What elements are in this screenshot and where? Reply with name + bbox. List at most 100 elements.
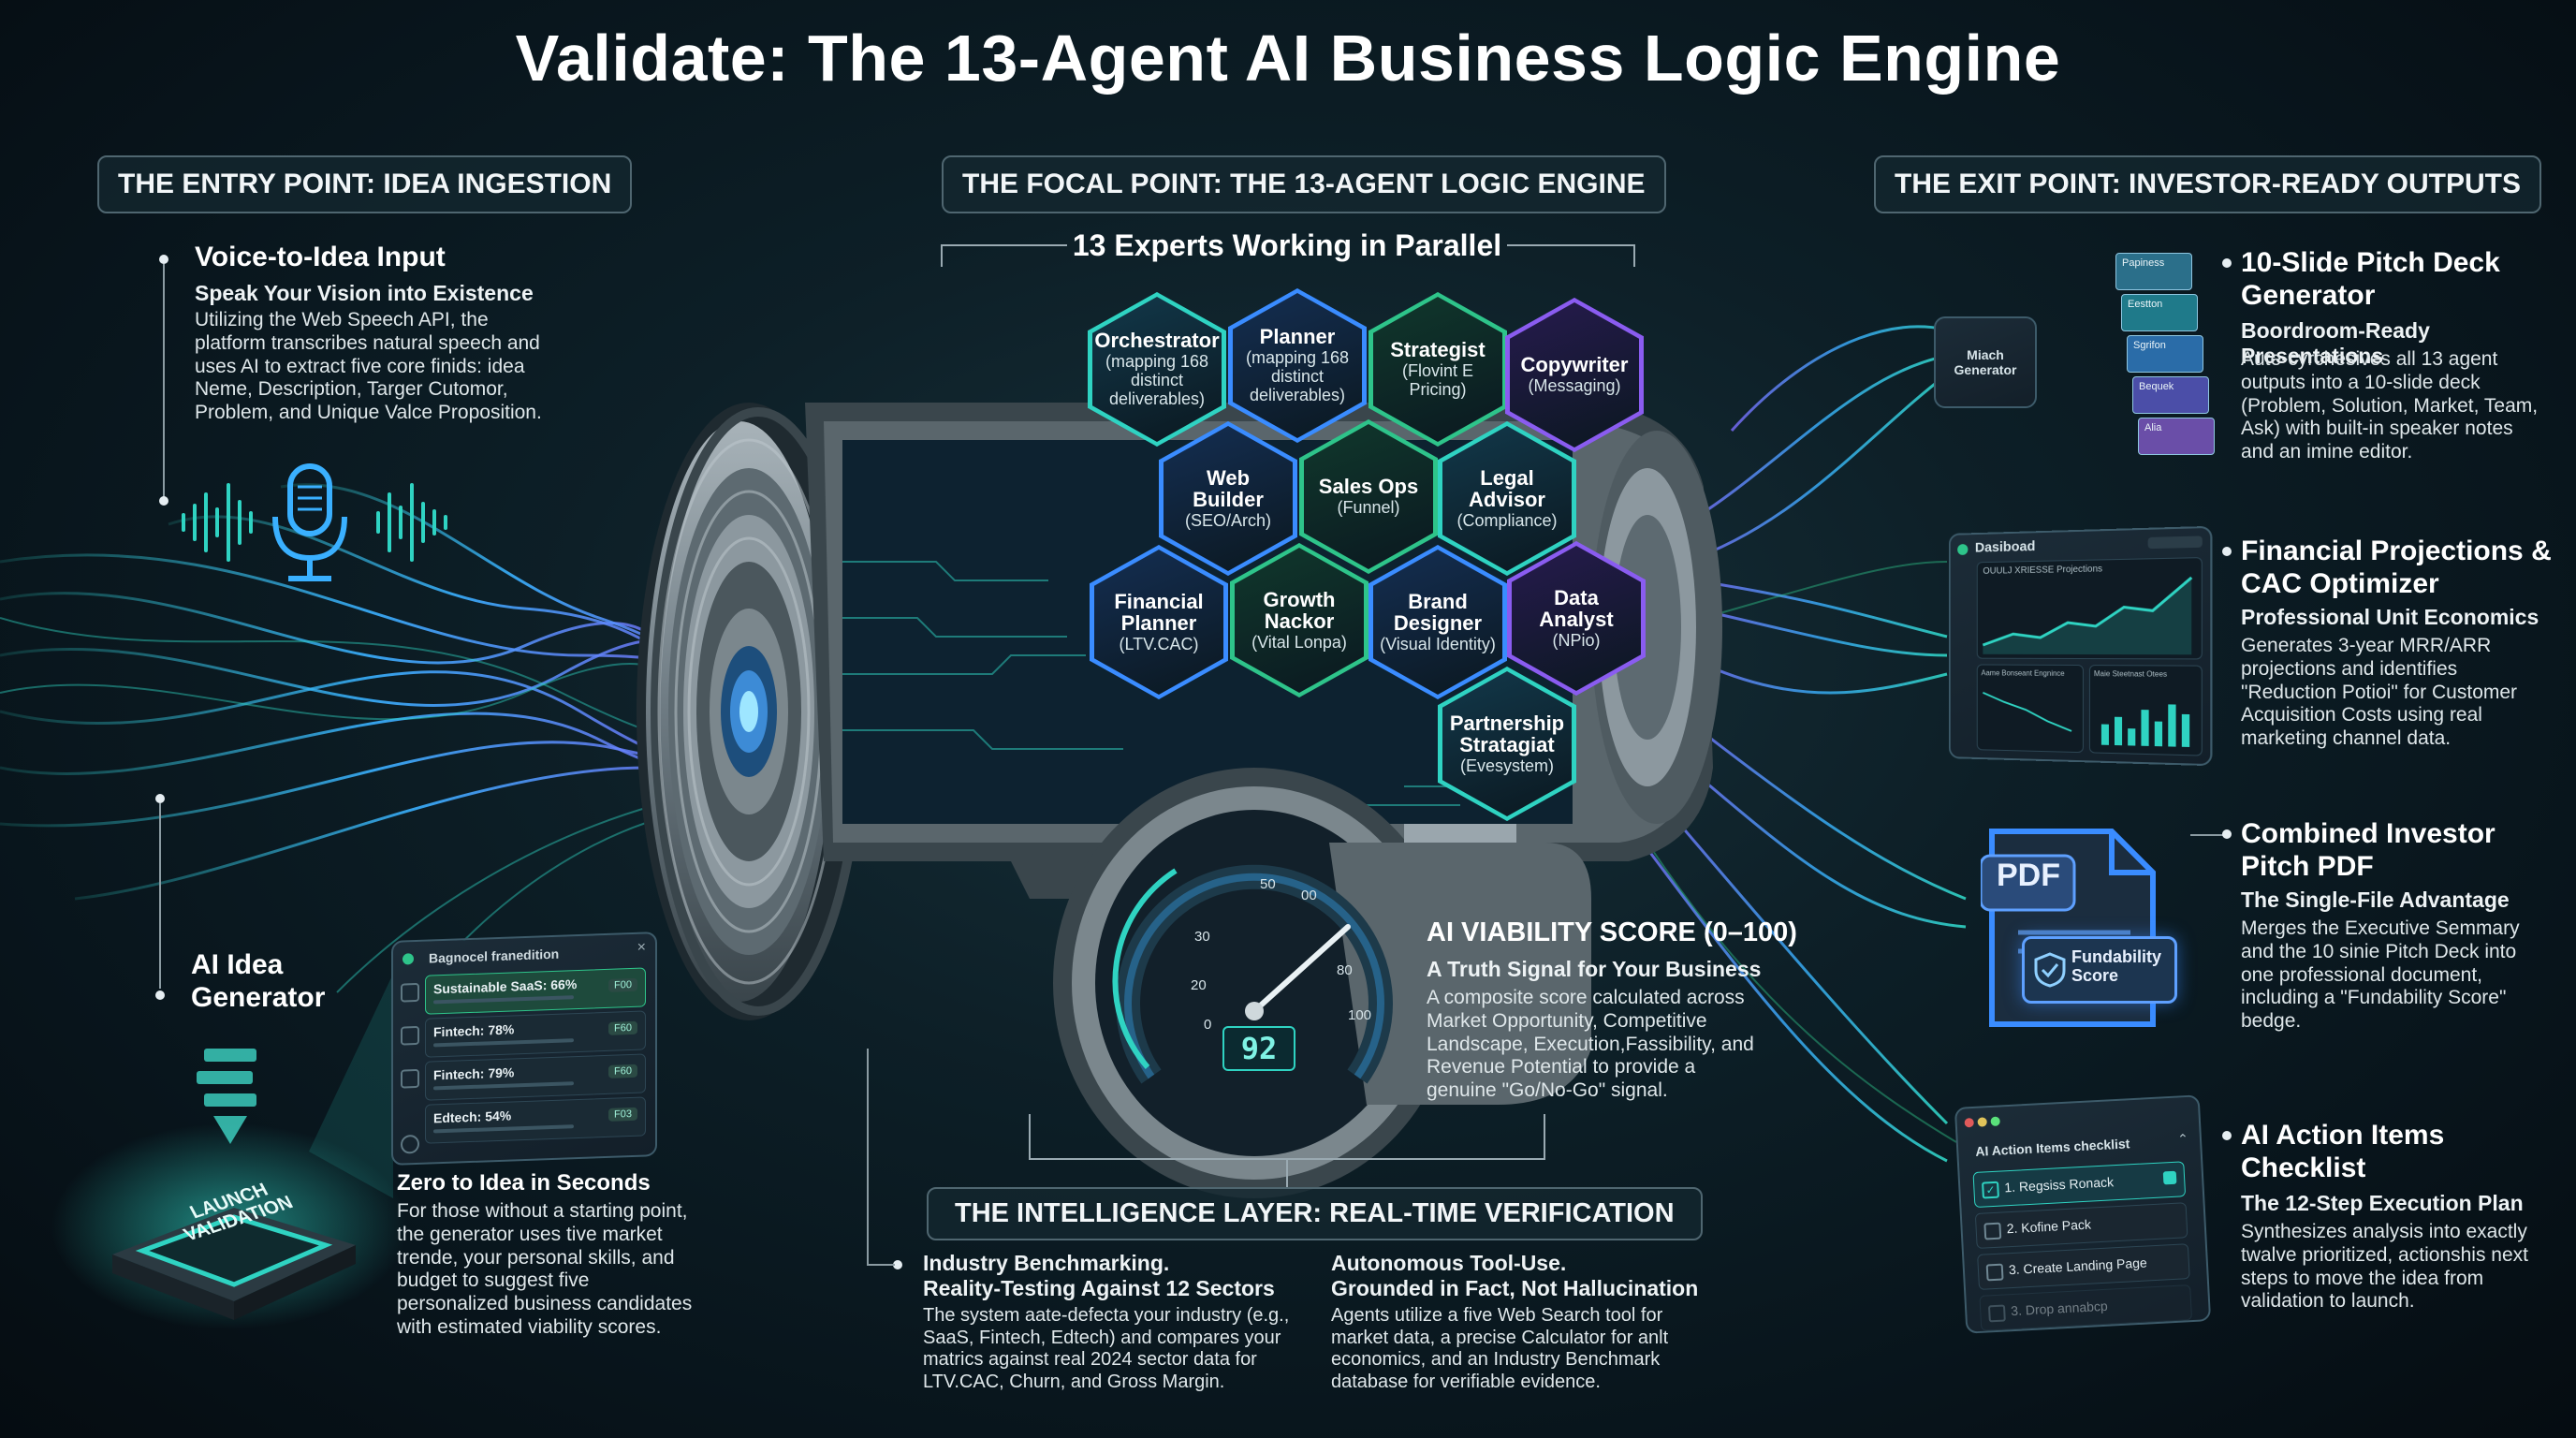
idea-candidate-row[interactable]: Fintech: 79%F60 xyxy=(425,1053,646,1101)
gauge-tick-label: 50 xyxy=(1260,876,1276,892)
fundability-score-label: Fundability Score xyxy=(2071,947,2161,985)
page-title: Validate: The 13-Agent AI Business Logic… xyxy=(515,22,2061,95)
tooluse-subheading: Grounded in Fact, Not Hallucination xyxy=(1331,1276,1699,1300)
tooluse-description: Agents utilize a five Web Search tool fo… xyxy=(1331,1305,1669,1392)
benchmark-description: The system aate-defecta your industry (e… xyxy=(923,1305,1290,1392)
section-label-focal: THE FOCAL POINT: THE 13-AGENT LOGIC ENGI… xyxy=(942,155,1666,213)
viability-score-heading: AI VIABILITY SCORE (0–100) xyxy=(1427,917,1797,947)
cac-line-chart xyxy=(1978,665,2083,752)
idea-candidate-label: Fintech: 78% xyxy=(433,1021,515,1040)
gauge-tick-label: 0 xyxy=(1204,1017,1212,1033)
section-label-entry: THE ENTRY POINT: IDEA INGESTION xyxy=(97,155,633,213)
financial-description: Generates 3-year MRR/ARR projections and… xyxy=(2241,635,2518,750)
dashboard-panel-label: Maie Steetnast Otees xyxy=(2093,669,2168,679)
zero-to-idea-heading: Zero to Idea in Seconds xyxy=(397,1170,651,1196)
checklist-item-label: 1. Regsiss Ronack xyxy=(2003,1174,2115,1196)
chevron-up-icon[interactable]: ⌃ xyxy=(2176,1130,2189,1147)
dashboard-title: Dasiboad xyxy=(1974,538,2036,556)
gauge-needle xyxy=(1251,924,1351,1014)
bullet-dot xyxy=(893,1260,902,1269)
idea-candidate-badge: F03 xyxy=(608,1107,637,1122)
agents-bracket xyxy=(941,244,1635,267)
action-items-panel: AI Action Items checklist ⌃ ✓1. Regsiss … xyxy=(1954,1094,2212,1334)
idea-panel-title: Bagnocel franedition xyxy=(429,946,560,966)
idea-candidate-label: Edtech: 54% xyxy=(433,1108,512,1126)
pitch-deck-heading: 10-Slide Pitch Deck Generator xyxy=(2241,247,2500,311)
fundability-score-badge: Fundability Score xyxy=(2022,936,2177,1004)
bullet-dot xyxy=(155,794,165,803)
bullet-dot xyxy=(155,990,165,1000)
pitch-slide-thumbnail: Eestton xyxy=(2121,294,2198,331)
shield-check-icon xyxy=(2034,952,2066,988)
bullet-dot xyxy=(2222,1131,2232,1140)
gauge-tick-label: 30 xyxy=(1194,929,1210,945)
section-label-exit: THE EXIT POINT: INVESTOR-READY OUTPUTS xyxy=(1874,155,2541,213)
idea-candidate-badge: F00 xyxy=(608,977,637,992)
channel-bar-chart xyxy=(2100,704,2190,747)
dashboard-tab[interactable] xyxy=(2147,536,2203,550)
pitch-source-card: Miach Generator xyxy=(1934,316,2037,408)
dashboard-chart-title: OUULJ XRIESSE Projections xyxy=(1983,564,2103,577)
viability-score-subheading: A Truth Signal for Your Business xyxy=(1427,957,1762,981)
pitch-slide-thumbnail: Alia xyxy=(2138,418,2215,455)
checklist-item[interactable]: 2. Kofine Pack xyxy=(1974,1202,2188,1249)
idea-candidate-detail-line xyxy=(433,1124,574,1134)
bullet-dot xyxy=(2222,547,2232,556)
checklist-item[interactable]: ✓1. Regsiss Ronack xyxy=(1972,1161,2187,1209)
viability-score-description: A composite score calculated across Mark… xyxy=(1427,987,1754,1102)
financial-dashboard-panel: Dasiboad OUULJ XRIESSE Projections Aame … xyxy=(1948,525,2213,767)
dashboard-panel-label: Aame Bonseant Engnince xyxy=(1981,668,2065,678)
voice-waveform-icon xyxy=(182,483,447,562)
done-marker-icon xyxy=(2162,1170,2177,1185)
mrr-line-chart xyxy=(1978,558,2202,655)
idea-candidate-row[interactable]: Sustainable SaaS: 66%F00 xyxy=(425,967,646,1015)
checkbox-checked-icon[interactable]: ✓ xyxy=(1982,1181,1999,1199)
checklist-item-label: 3. Create Landing Page xyxy=(2008,1255,2148,1278)
benchmark-heading: Industry Benchmarking. xyxy=(923,1251,1170,1275)
idea-candidate-row[interactable]: Edtech: 54% F03 xyxy=(425,1096,646,1144)
bullet-dot xyxy=(2222,829,2232,839)
gauge-tick-label: 80 xyxy=(1337,962,1353,978)
agents-bracket-label: 13 Experts Working in Parallel xyxy=(1072,228,1502,262)
idea-generator-heading: AI Idea Generator xyxy=(191,949,326,1013)
idea-candidate-badge: F60 xyxy=(608,1020,637,1035)
actions-subheading: The 12-Step Execution Plan xyxy=(2241,1191,2524,1215)
connector-line xyxy=(2190,834,2224,836)
status-dot-icon xyxy=(1957,544,1969,555)
checkbox-icon[interactable] xyxy=(1987,1304,2006,1323)
settings-icon[interactable] xyxy=(401,1134,419,1154)
pitch-deck-subheading: Boordroom-Ready Presentations xyxy=(2241,318,2430,368)
status-dot-icon xyxy=(402,953,414,965)
close-icon[interactable]: × xyxy=(637,939,646,956)
checkbox-icon[interactable] xyxy=(1983,1222,2002,1240)
idea-candidate-detail-line xyxy=(433,1038,574,1048)
section-label-intelligence: THE INTELLIGENCE LAYER: REAL-TIME VERIFI… xyxy=(927,1187,1703,1240)
pitch-deck-description: Aute-cyrchesives all 13 agent outputs in… xyxy=(2241,348,2539,463)
idea-candidate-badge: F60 xyxy=(608,1064,637,1078)
pitch-slide-thumbnail: Sgrifon xyxy=(2127,335,2203,373)
actions-description: Synthesizes analysis into exactly twalve… xyxy=(2241,1221,2528,1313)
zero-to-idea-description: For those without a starting point, the … xyxy=(397,1200,693,1338)
pdf-document-icon xyxy=(1981,829,2156,1027)
idea-candidate-row[interactable]: Fintech: 78% F60 xyxy=(425,1010,646,1058)
sidebar-icon xyxy=(401,1068,419,1089)
actions-heading: AI Action Items Checklist xyxy=(2241,1120,2445,1183)
checklist-item[interactable]: 3. Create Landing Page xyxy=(1977,1243,2190,1290)
benchmark-subheading: Reality-Testing Against 12 Sectors xyxy=(923,1276,1275,1300)
tooluse-heading: Autonomous Tool-Use. xyxy=(1331,1251,1567,1275)
financial-subheading: Professional Unit Economics xyxy=(2241,605,2539,629)
checklist-item[interactable]: 3. Drop annabcp xyxy=(1979,1284,2193,1331)
sidebar-icon xyxy=(401,1025,419,1046)
checkbox-icon[interactable] xyxy=(1985,1263,2004,1282)
pdf-subheading: The Single-File Advantage xyxy=(2241,888,2510,912)
incoming-flow-lines xyxy=(0,483,756,901)
launch-pad-art xyxy=(112,1049,356,1320)
checklist-title: AI Action Items checklist xyxy=(1974,1136,2130,1159)
financial-heading: Financial Projections & CAC Optimizer xyxy=(2241,536,2552,599)
pitch-slide-thumbnail: Bequek xyxy=(2132,376,2209,414)
pdf-description: Merges the Executive Semmary and the 10 … xyxy=(2241,917,2520,1033)
pdf-heading: Combined Investor Pitch PDF xyxy=(2241,818,2496,882)
bullet-dot xyxy=(2222,258,2232,268)
microphone-icon xyxy=(272,463,347,581)
